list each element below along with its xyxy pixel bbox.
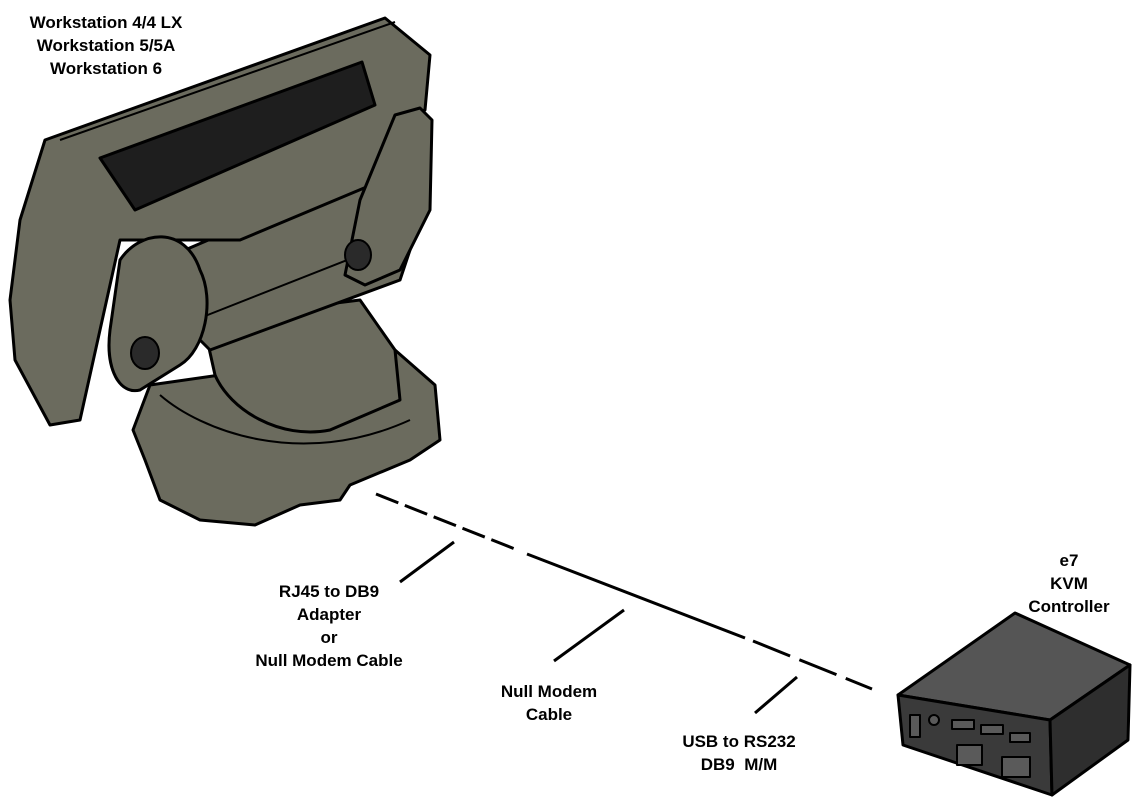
controller-label-line-2: KVM xyxy=(1050,574,1088,593)
adapter-callout-line-3: or xyxy=(320,628,338,647)
workstation-label-line-2: Workstation 5/5A xyxy=(36,36,176,55)
adapter-callout: RJ45 to DB9 Adapter or Null Modem Cable xyxy=(234,580,424,672)
workstation-device-illustration xyxy=(8,16,442,527)
null-modem-callout: Null Modem Cable xyxy=(484,680,614,726)
controller-label-line-1: e7 xyxy=(1059,551,1079,570)
null-modem-callout-line-2: Cable xyxy=(525,705,573,724)
usb-rs232-callout-line-2: DB9 M/M xyxy=(700,755,778,774)
leader-null-modem xyxy=(553,608,625,663)
workstation-label-line-3: Workstation 6 xyxy=(49,59,163,78)
usb-rs232-callout: USB to RS232 DB9 M/M xyxy=(668,730,810,776)
workstation-right-arm xyxy=(343,106,434,287)
cable-dashed-tail xyxy=(752,639,873,691)
adapter-callout-line-4: Null Modem Cable xyxy=(255,651,403,670)
leader-adapter xyxy=(399,540,455,584)
controller-label: e7 KVM Controller xyxy=(1014,549,1124,618)
cable-dashed-segment xyxy=(375,492,521,553)
serial-cable xyxy=(375,492,873,691)
leader-usb-rs232 xyxy=(754,675,798,715)
controller-label-line-3: Controller xyxy=(1028,597,1110,616)
workstation-label-line-1: Workstation 4/4 LX xyxy=(29,13,183,32)
controller-side xyxy=(1048,663,1132,797)
usb-rs232-callout-line-1: USB to RS232 xyxy=(682,732,796,751)
cable-solid-segment xyxy=(526,552,746,640)
controller-power-switch xyxy=(909,714,921,738)
kvm-controller-illustration xyxy=(896,611,1132,797)
adapter-callout-line-2: Adapter xyxy=(296,605,362,624)
workstation-left-arm xyxy=(107,235,209,393)
adapter-callout-line-1: RJ45 to DB9 xyxy=(278,582,380,601)
callout-leaders xyxy=(399,540,798,715)
workstation-label: Workstation 4/4 LX Workstation 5/5A Work… xyxy=(18,11,194,80)
workstation-screen xyxy=(98,60,377,212)
null-modem-callout-line-1: Null Modem xyxy=(500,682,598,701)
